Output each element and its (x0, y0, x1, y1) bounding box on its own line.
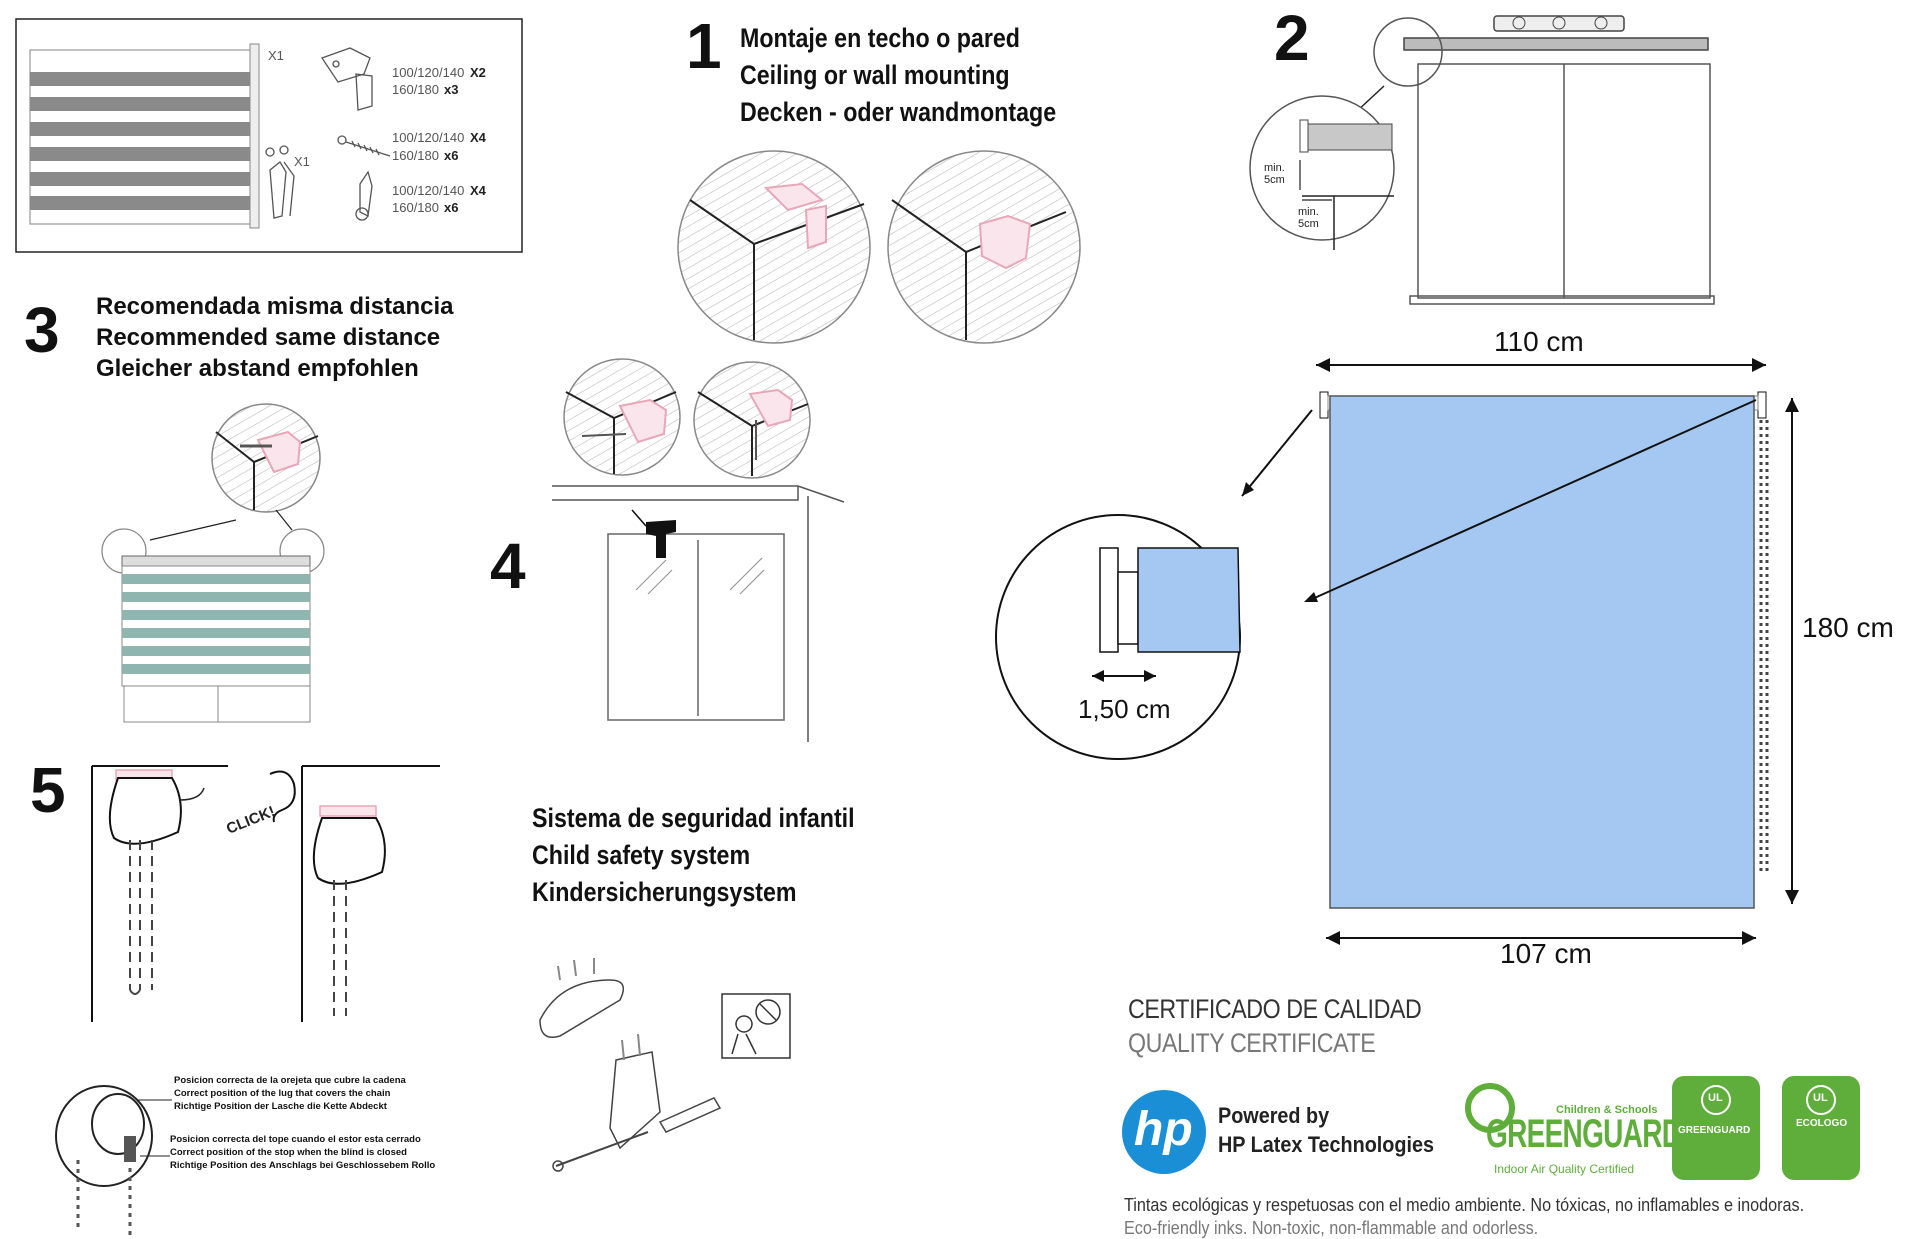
ul-greenguard-badge (1672, 1076, 1760, 1180)
plug-qty-a: 100/120/140 (392, 183, 465, 198)
footer-en: Eco-friendly inks. Non-toxic, non-flamma… (1124, 1218, 1539, 1238)
step3-blind-drawing (101, 403, 325, 723)
step3-line-en: Recommended same distance (96, 324, 441, 351)
screw-icon (337, 135, 391, 157)
greenguard-top: Children & Schools (1556, 1104, 1658, 1116)
safety-line-de: Kindersicherungsystem (532, 877, 797, 907)
step3-line-es: Recomendada misma distancia (96, 293, 454, 320)
chain-stop-note-de: Richtige Position des Anschlags bei Gesc… (170, 1160, 436, 1171)
chain-lug-note-de: Richtige Position der Lasche die Kette A… (174, 1101, 387, 1112)
step5-number: 5 (30, 754, 66, 826)
chain-stop-note-en: Correct position of the stop when the bl… (170, 1147, 407, 1158)
certificate-title-es: CERTIFICADO DE CALIDAD (1128, 994, 1422, 1024)
dimension-height: 180 cm (1802, 612, 1894, 643)
qty-blind: X1 (268, 48, 284, 63)
step4-number: 4 (490, 530, 526, 602)
parts-box (15, 18, 523, 253)
step2-min-vertical: min. 5cm (1264, 162, 1285, 186)
zebra-blind-illustration (29, 43, 260, 229)
step2-min-horizontal: min. 5cm (1298, 206, 1319, 230)
chain-mechanism-drawing (55, 1085, 172, 1236)
hp-logo-mark: hp (1134, 1103, 1193, 1156)
hp-powered-by: Powered by (1218, 1103, 1330, 1128)
plug-qty-a-x: X4 (470, 183, 486, 198)
step2-number: 2 (1274, 2, 1310, 74)
dimension-total-width: 110 cm (1494, 326, 1584, 357)
qty-clip: X1 (294, 154, 310, 169)
ul-badge-ecologo: ECOLOGO (1796, 1118, 1848, 1129)
greenguard-logo (1465, 1083, 1515, 1133)
ul-ecologo-badge (1782, 1076, 1860, 1180)
bracket-icon (320, 47, 373, 111)
bracket-qty-b-x: x3 (444, 82, 459, 97)
plug-qty-b: 160/180 (392, 200, 439, 215)
step1-number: 1 (686, 10, 722, 82)
plug-qty-b-x: x6 (444, 200, 459, 215)
bracket-qty-b: 160/180 (392, 82, 439, 97)
step1-ceiling-detail (677, 150, 871, 344)
dimension-side-gap: 1,50 cm (1078, 694, 1171, 724)
dimension-fabric-width: 107 cm (1500, 938, 1592, 969)
ul-badge-greenguard: GREENGUARD (1678, 1125, 1751, 1136)
ul-mark-2: UL (1813, 1092, 1828, 1104)
screw-qty-b-x: x6 (444, 148, 459, 163)
screw-qty-a-x: X4 (470, 130, 486, 145)
chain-lug-note-es: Posicion correcta de la orejeta que cubr… (174, 1075, 406, 1086)
wall-plug-icon (355, 170, 373, 221)
screw-qty-a: 100/120/140 (392, 130, 465, 145)
step5-click-drawing (91, 765, 440, 1022)
step4-installation-drawing (552, 358, 845, 742)
step1-line-en: Ceiling or wall mounting (740, 60, 1010, 90)
safety-line-es: Sistema de seguridad infantil (532, 803, 855, 833)
footer-es: Tintas ecológicas y respetuosas con el m… (1124, 1195, 1805, 1215)
hp-logo (1122, 1090, 1206, 1174)
certificate-title-en: QUALITY CERTIFICATE (1128, 1028, 1376, 1058)
greenguard-name: GREENGUARD (1486, 1112, 1682, 1156)
bracket-qty-a-x: X2 (470, 65, 486, 80)
step2-window-drawing (1249, 15, 1715, 305)
step1-line-de: Decken - oder wandmontage (740, 97, 1057, 127)
screw-qty-b: 160/180 (392, 148, 439, 163)
dimension-diagram (995, 358, 1799, 945)
step1-wall-detail (887, 150, 1081, 344)
chain-stop-note-es: Posicion correcta del tope cuando el est… (170, 1134, 421, 1145)
safety-line-en: Child safety system (532, 840, 751, 870)
ul-mark-1: UL (1708, 1092, 1723, 1104)
child-safety-drawing (539, 958, 791, 1172)
step1-line-es: Montaje en techo o pared (740, 23, 1020, 53)
bracket-qty-a: 100/120/140 (392, 65, 465, 80)
step3-number: 3 (24, 294, 60, 366)
chain-clip-icon (265, 145, 295, 219)
chain-lug-note-en: Correct position of the lug that covers … (174, 1088, 391, 1099)
step3-line-de: Gleicher abstand empfohlen (96, 355, 419, 382)
hp-latex-technologies: HP Latex Technologies (1218, 1132, 1435, 1157)
greenguard-sub: Indoor Air Quality Certified (1494, 1162, 1635, 1176)
